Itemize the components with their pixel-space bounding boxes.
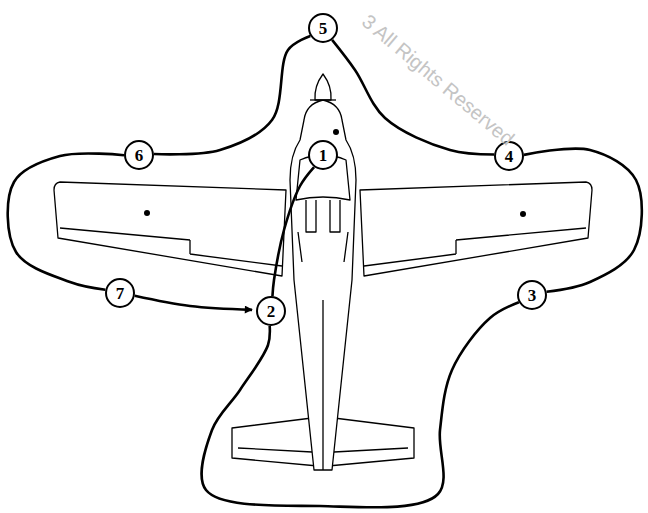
- watermark: 3 All Rights Reserved: [357, 10, 518, 151]
- callout-number: 4: [505, 148, 514, 165]
- step-circle: 1: [308, 140, 338, 170]
- callout-number: 6: [135, 147, 144, 164]
- callout-number: 7: [116, 285, 125, 302]
- step-circle: 6: [124, 140, 154, 170]
- step-circle: 3: [517, 280, 547, 310]
- step-circle: 7: [105, 278, 135, 308]
- walkaround-line: [272, 167, 314, 296]
- walkaround-line: [135, 296, 252, 310]
- walkaround-line: [154, 36, 310, 154]
- callout-number: 2: [267, 303, 276, 320]
- callout-number: 1: [319, 147, 328, 164]
- callout-number: 3: [528, 287, 537, 304]
- walkaround-line: [524, 149, 642, 292]
- callout-number: 5: [319, 20, 328, 37]
- walkaround-line: [8, 153, 124, 289]
- walkaround-line: [201, 302, 518, 507]
- step-circle: 5: [308, 13, 338, 43]
- step-circle: 2: [256, 296, 286, 326]
